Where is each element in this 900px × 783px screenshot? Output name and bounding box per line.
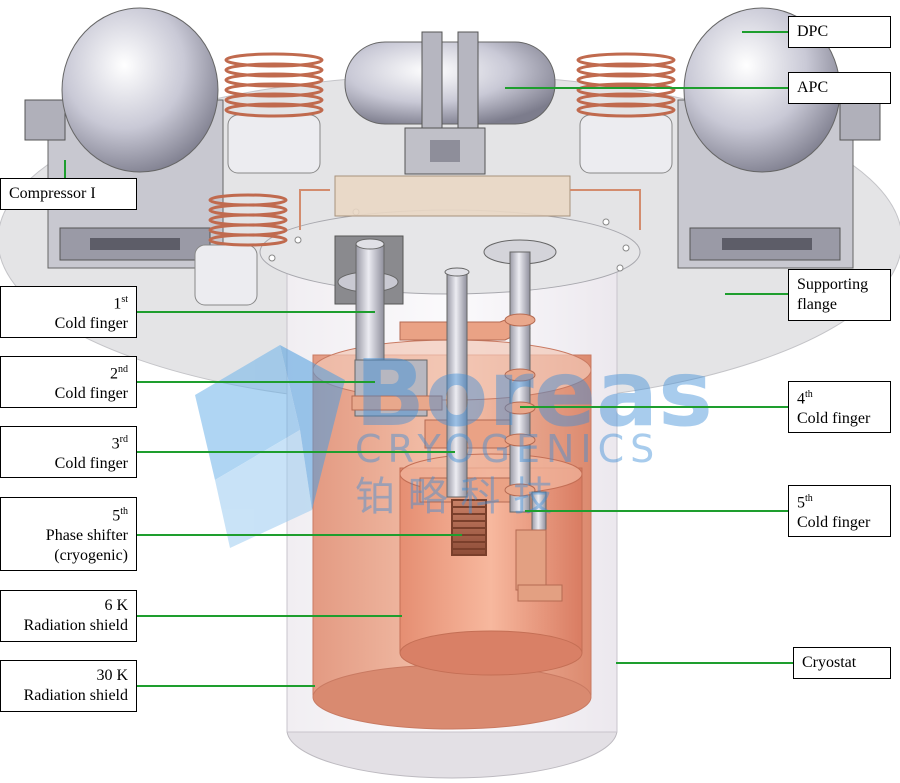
label-cryostat: Cryostat: [793, 647, 891, 679]
watermark-cn: 铂 略 科 技: [355, 474, 553, 520]
watermark-brand: Boreas: [355, 340, 713, 447]
reservoir-right: [576, 52, 676, 174]
watermark-sub: CRYOGENICS: [355, 427, 660, 471]
label-cold-finger-1: 1st Cold finger: [0, 286, 137, 338]
compressor-left-dome: [61, 7, 219, 173]
shield-30k-bottom: [312, 664, 592, 730]
reservoir-lower-left: [194, 193, 288, 306]
label-cold-finger-2: 2nd Cold finger: [0, 356, 137, 408]
reservoir-left: [224, 52, 324, 174]
label-cold-finger-3: 3rd Cold finger: [0, 426, 137, 478]
cold-finger-1-tube: [355, 243, 385, 365]
bolt-holes: [268, 208, 630, 272]
label-cold-finger-4: 4th Cold finger: [788, 381, 891, 433]
shield-6k-bottom: [399, 630, 583, 676]
label-shield-30k: 30 K Radiation shield: [0, 660, 137, 712]
apc-cylinder: [344, 41, 556, 125]
label-cold-finger-5: 5th Cold finger: [788, 485, 891, 537]
phase-shifter-coil: [451, 499, 487, 556]
label-compressor: Compressor I: [0, 178, 137, 210]
label-supporting-flange: Supporting flange: [788, 269, 891, 321]
label-apc: APC: [788, 72, 891, 104]
label-phase-shifter: 5th Phase shifter (cryogenic): [0, 497, 137, 571]
leader-lines: [64, 31, 793, 687]
watermark-logo: [195, 345, 345, 548]
label-shield-6k: 6 K Radiation shield: [0, 590, 137, 642]
label-dpc: DPC: [788, 16, 891, 48]
